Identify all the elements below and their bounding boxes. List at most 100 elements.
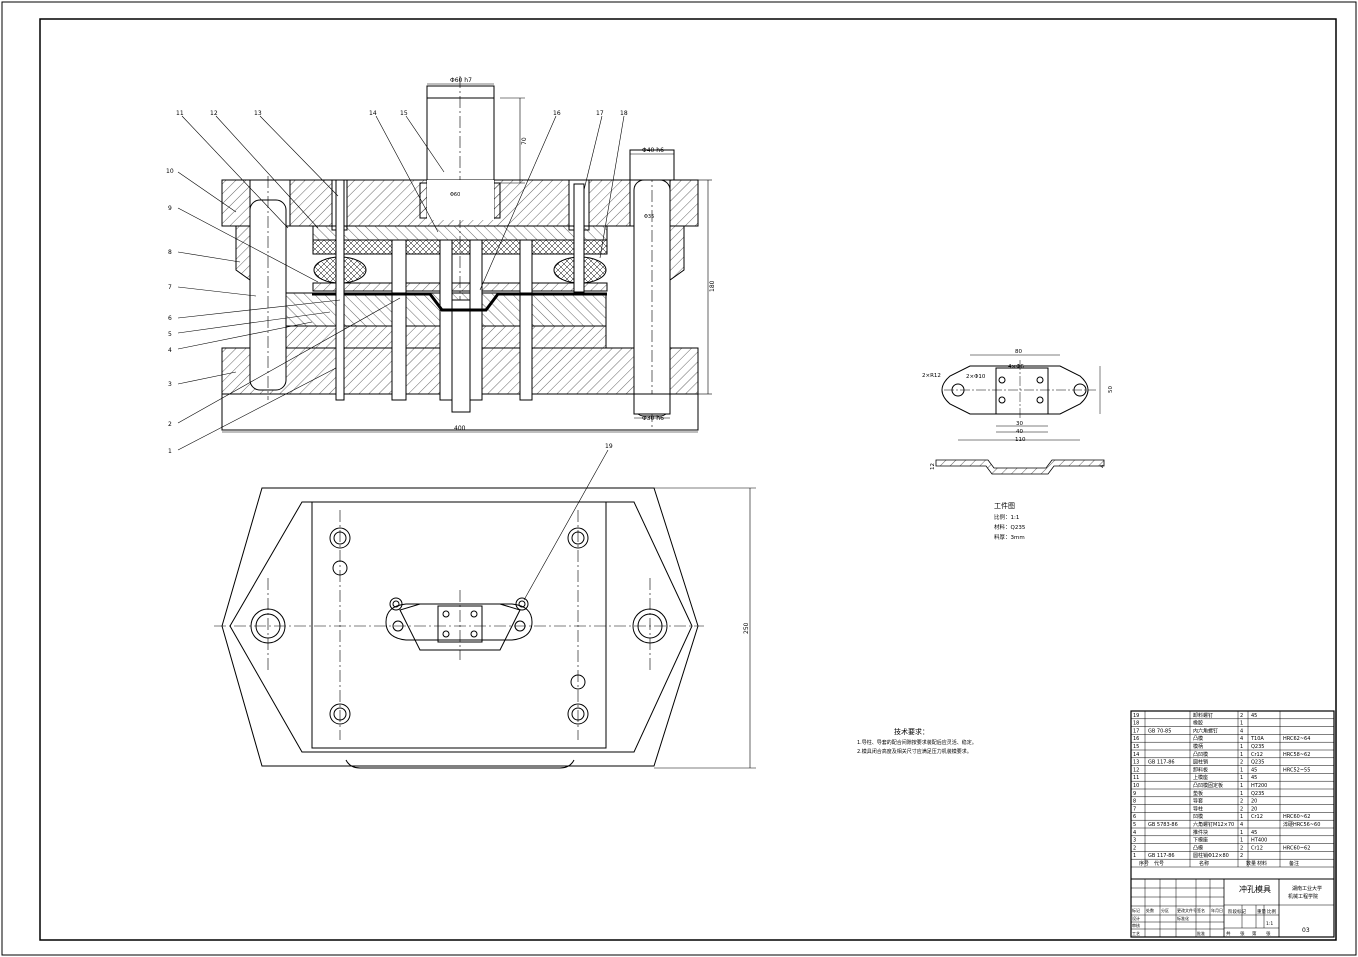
bom-cell: 2 bbox=[1240, 845, 1243, 851]
bom-cell: 4 bbox=[1240, 736, 1243, 742]
bom-cell: 12 bbox=[1133, 767, 1139, 773]
bom-cell: 45 bbox=[1251, 830, 1257, 836]
bom-cell: HT400 bbox=[1251, 838, 1267, 844]
dim-width-400: 400 bbox=[454, 425, 466, 432]
bom-cell: 2 bbox=[1240, 713, 1243, 719]
bom-cell: 15 bbox=[1133, 744, 1139, 750]
bom-cell: HRC52~55 bbox=[1283, 767, 1310, 773]
callout-4: 4 bbox=[168, 347, 172, 354]
weight-label: 重量 bbox=[1257, 908, 1266, 915]
bom-cell: GB 5783-86 bbox=[1148, 822, 1178, 828]
callout-15: 15 bbox=[400, 110, 408, 117]
bom-cell: 45 bbox=[1251, 775, 1257, 781]
plan-view bbox=[214, 487, 756, 769]
bom-cell: 凸凹模固定板 bbox=[1193, 782, 1223, 789]
callout-6: 6 bbox=[168, 315, 172, 322]
callout-leaders bbox=[177, 115, 625, 601]
bom-cell: 导柱 bbox=[1193, 805, 1203, 812]
std-label: 标准化 bbox=[1177, 915, 1189, 921]
callout-5: 5 bbox=[168, 331, 172, 338]
bom-cell: 内六角螺钉 bbox=[1193, 727, 1218, 734]
bom-table bbox=[1130, 710, 1335, 938]
bom-cell: 1 bbox=[1240, 752, 1243, 758]
callout-7: 7 bbox=[168, 284, 172, 291]
bom-cell: 2 bbox=[1240, 853, 1243, 859]
bom-cell: 凸模 bbox=[1193, 735, 1203, 742]
mark-label: 标记 bbox=[1132, 907, 1140, 913]
bom-cell: 垫板 bbox=[1193, 790, 1203, 797]
bom-cell: 45 bbox=[1251, 713, 1257, 719]
bom-cell: 18 bbox=[1133, 721, 1139, 727]
bom-cell: HRC62~64 bbox=[1283, 736, 1310, 742]
zone-label: 分区 bbox=[1161, 907, 1169, 913]
workpiece-labels: 80 30 40 110 50 2×R12 2×Φ10 4×Φ6 12 4 工件… bbox=[922, 349, 1114, 541]
bom-cell: 圆柱销Φ12×80 bbox=[1193, 852, 1229, 859]
callout-2: 2 bbox=[168, 421, 172, 428]
callout-16: 16 bbox=[553, 110, 561, 117]
sign-label: 签名 bbox=[1197, 907, 1205, 913]
notes-title: 技术要求： bbox=[894, 727, 929, 736]
dim-height: 180 bbox=[709, 280, 716, 292]
page-label: 张 bbox=[1240, 930, 1245, 937]
callout-18: 18 bbox=[620, 110, 628, 117]
bom-cell: 2 bbox=[1240, 806, 1243, 812]
bom-cell: GB 117-86 bbox=[1148, 760, 1175, 766]
callout-3: 3 bbox=[168, 381, 172, 388]
bom-cell: 5 bbox=[1133, 822, 1136, 828]
front-section-view bbox=[221, 76, 712, 433]
bom-cell: 13 bbox=[1133, 760, 1139, 766]
bom-header-cell: 代号 bbox=[1154, 860, 1164, 867]
dim-plan-250: 250 bbox=[743, 622, 750, 634]
stage-mark: 阶段标记 bbox=[1228, 908, 1246, 915]
bom-cell: 1 bbox=[1240, 814, 1243, 820]
bom-cell: 2 bbox=[1133, 845, 1136, 851]
review-label: 审核 bbox=[1132, 922, 1140, 928]
bom-cell: 1 bbox=[1240, 838, 1243, 844]
part-dim-80: 80 bbox=[1015, 349, 1022, 355]
designer-label: 设计 bbox=[1132, 915, 1140, 921]
drawing-name: 冲孔模具 bbox=[1239, 884, 1271, 894]
bom-cell: 1 bbox=[1240, 783, 1243, 789]
callout-11: 11 bbox=[176, 110, 184, 117]
bom-cell: 凸凹模 bbox=[1193, 751, 1208, 758]
bom-cell: 1 bbox=[1240, 767, 1243, 773]
sheet-number: 03 bbox=[1302, 927, 1310, 934]
bom-cell: 1 bbox=[1133, 853, 1136, 859]
scale-value: 1:1 bbox=[1266, 921, 1273, 927]
callout-17: 17 bbox=[596, 110, 604, 117]
bom-cell: 1 bbox=[1240, 721, 1243, 727]
bom-cell: 6 bbox=[1133, 814, 1136, 820]
dim-shank-len: 70 bbox=[521, 137, 528, 145]
bom-cell: 45 bbox=[1251, 767, 1257, 773]
bom-cell: 9 bbox=[1133, 791, 1136, 797]
bom-cell: Q235 bbox=[1251, 791, 1264, 797]
part-dim-t4: 4 bbox=[1100, 464, 1106, 468]
part-dim-phi6: 4×Φ6 bbox=[1008, 364, 1024, 370]
bom-cell: 凸模 bbox=[1193, 844, 1203, 851]
bom-cell: 4 bbox=[1240, 728, 1243, 734]
bom-cell: GB 117-86 bbox=[1148, 853, 1175, 859]
dim-guide-mid: Φ35 bbox=[644, 214, 654, 220]
part-dim-110: 110 bbox=[1015, 437, 1026, 443]
bom-cell: 2 bbox=[1240, 799, 1243, 805]
part-dim-40: 40 bbox=[1016, 429, 1023, 435]
callout-8: 8 bbox=[168, 249, 172, 256]
sheet-word: 张 bbox=[1266, 930, 1271, 937]
callout-19: 19 bbox=[605, 443, 613, 450]
bom-cell: Cr12 bbox=[1251, 845, 1263, 851]
bom-cell: 4 bbox=[1240, 822, 1243, 828]
bom-cell: 11 bbox=[1133, 775, 1139, 781]
bom-cell: GB 70-85 bbox=[1148, 728, 1171, 734]
school-line2: 机械工程学院 bbox=[1288, 893, 1318, 900]
bom-cell: 淬硬HRC56~60 bbox=[1283, 821, 1320, 828]
notes-line2: 2.模具闭合高度及相关尺寸应满足压力机装模要求。 bbox=[857, 748, 972, 755]
bom-cell: 7 bbox=[1133, 806, 1136, 812]
bom-cell: Cr12 bbox=[1251, 814, 1263, 820]
part-dim-30: 30 bbox=[1016, 421, 1023, 427]
part-thickness: 料厚：3mm bbox=[994, 533, 1025, 541]
bom-cell: 20 bbox=[1251, 799, 1257, 805]
bom-cell: 1 bbox=[1240, 791, 1243, 797]
